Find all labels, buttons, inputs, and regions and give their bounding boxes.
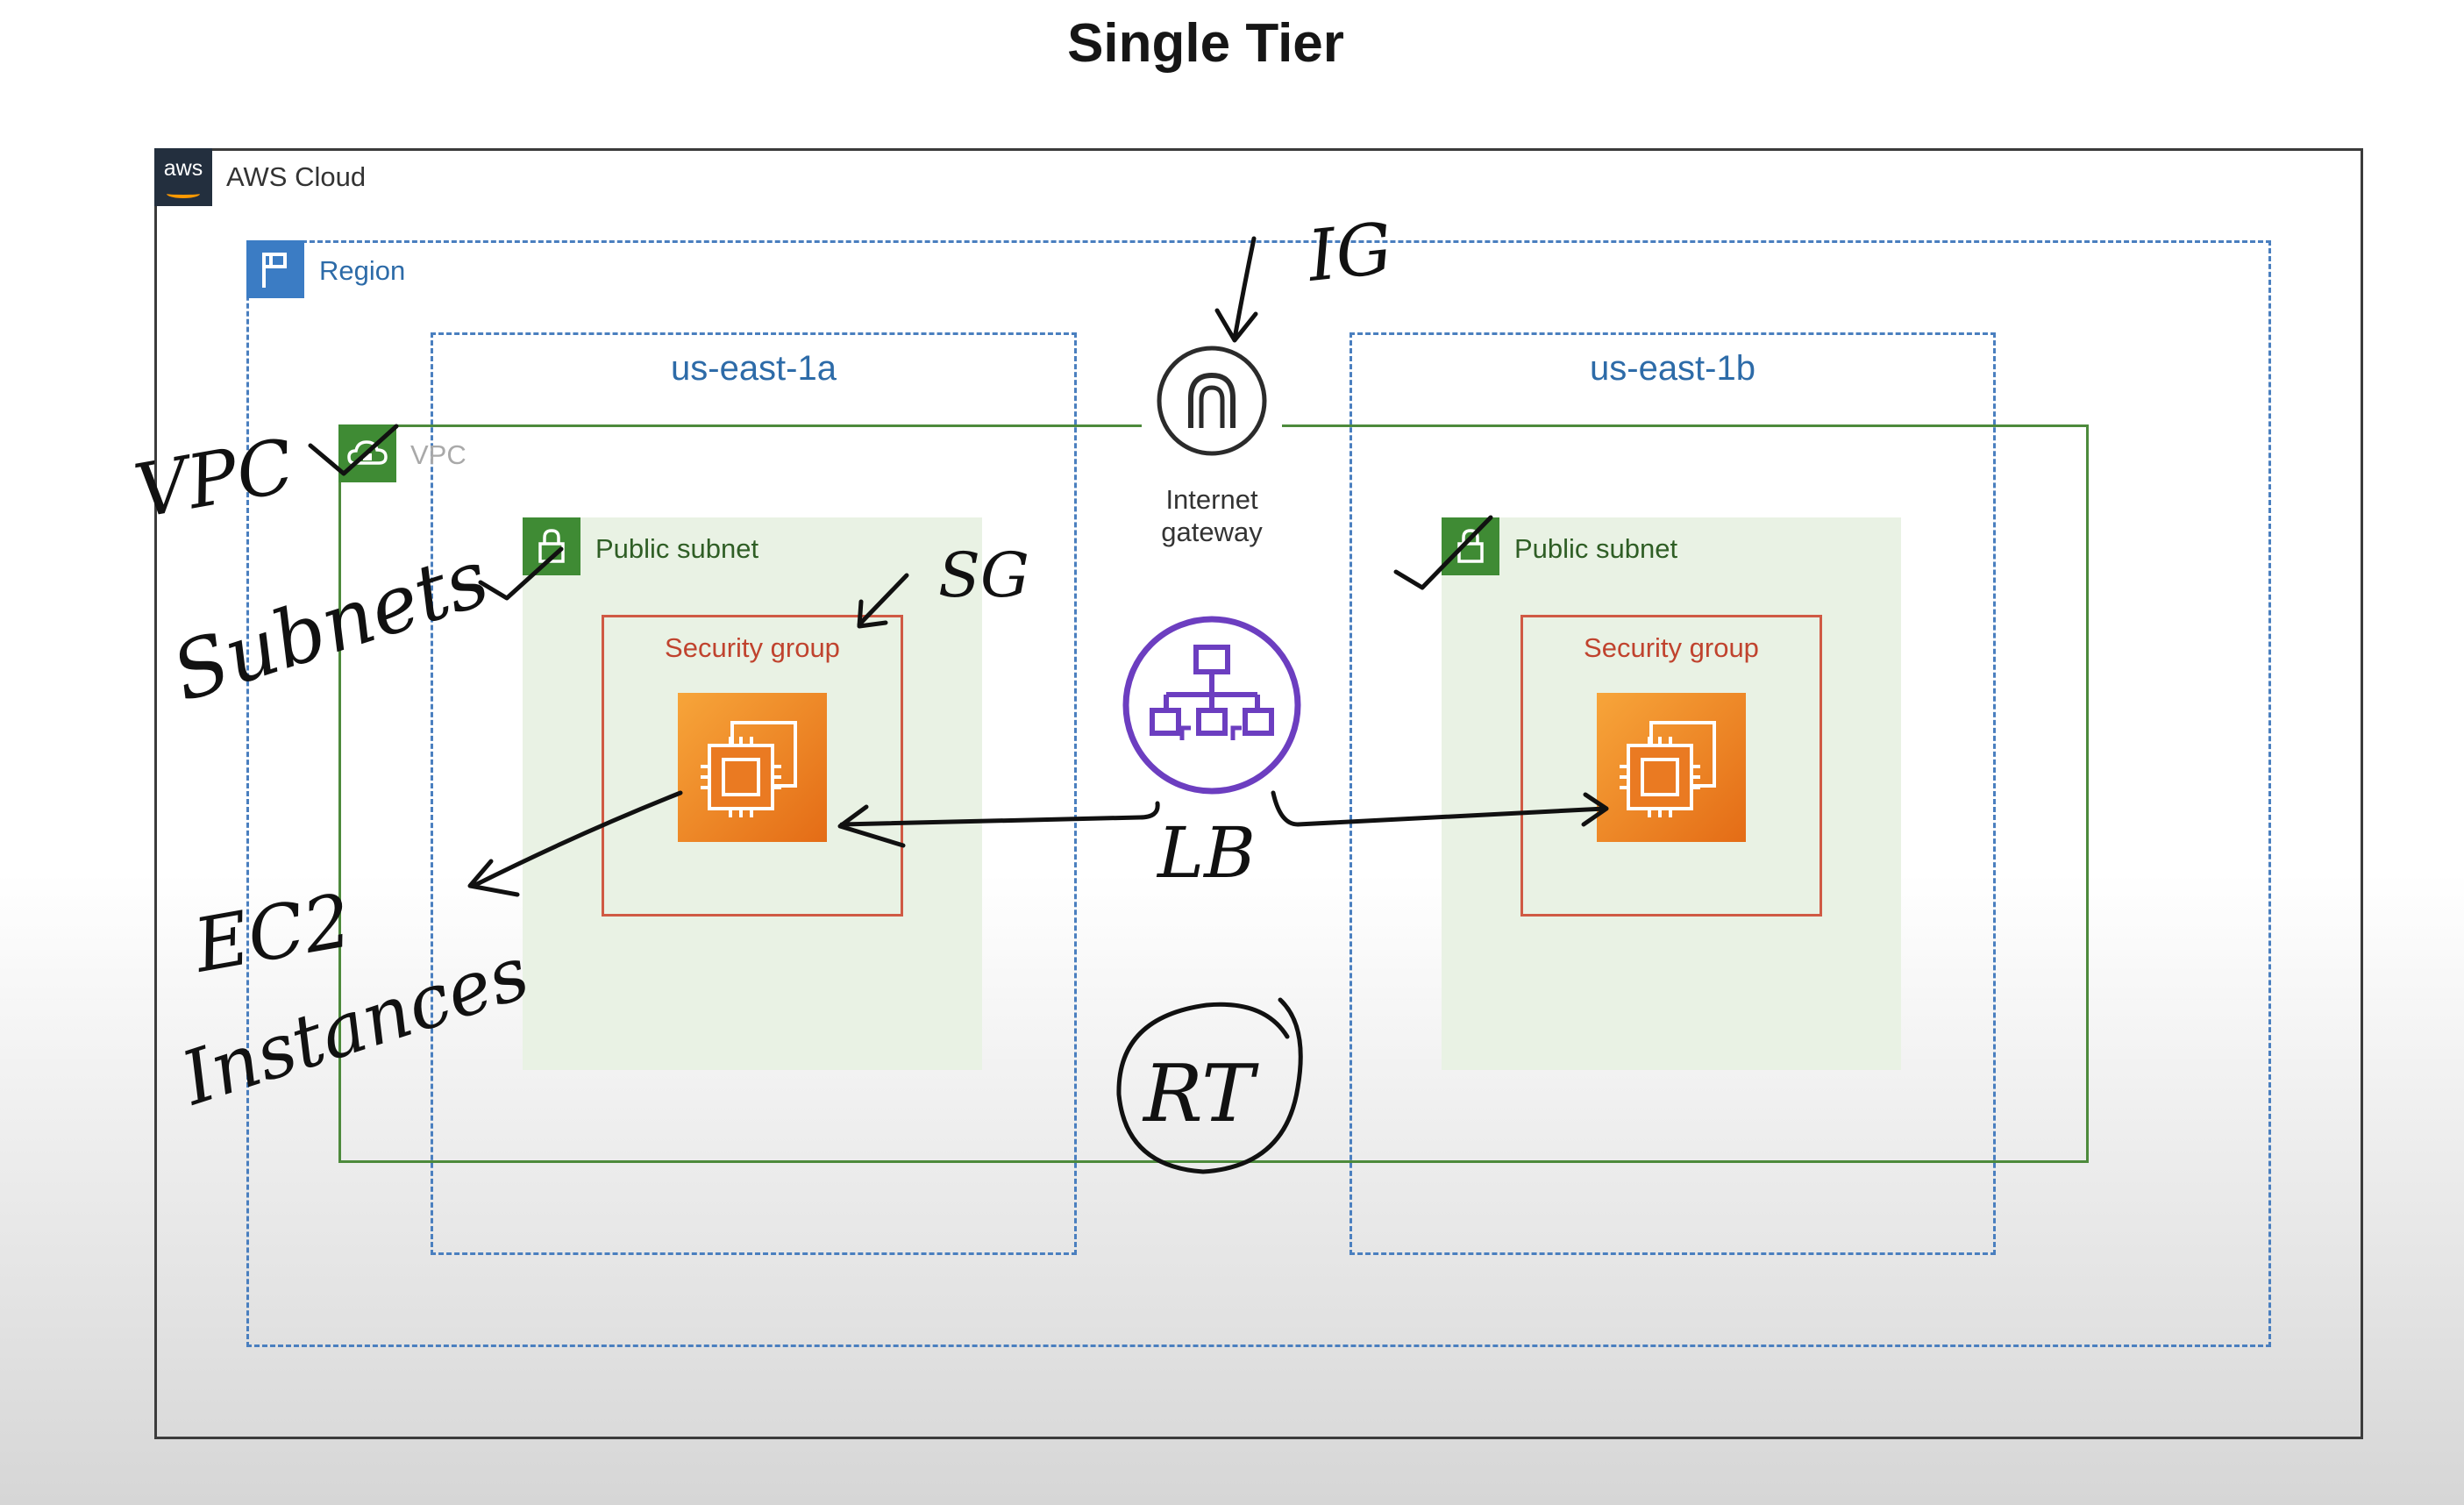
- annotation-ig: IG: [1302, 207, 1396, 297]
- internet-gateway-label-line1: Internet: [1165, 484, 1258, 515]
- padlock-icon: [523, 517, 580, 575]
- security-group-a-label: Security group: [665, 632, 840, 663]
- annotation-vpc: VPC: [128, 423, 300, 535]
- subnet-a-check: [478, 546, 564, 601]
- ec2-arrow: [467, 790, 683, 897]
- lb-arrow-left: [837, 801, 1160, 848]
- region-container: [246, 240, 2271, 1347]
- region-label: Region: [319, 255, 406, 286]
- ig-arrow: [1214, 236, 1258, 343]
- sg-arrow: [857, 573, 909, 629]
- public-subnet-b-label: Public subnet: [1514, 533, 1678, 564]
- security-group-b-label: Security group: [1584, 632, 1759, 663]
- internet-gateway-label-line2: gateway: [1161, 517, 1263, 547]
- internet-gateway-icon: [1142, 342, 1282, 460]
- load-balancer-icon: [1121, 614, 1303, 796]
- security-group-a: [602, 615, 903, 917]
- ec2-chip-icon: [1597, 693, 1746, 842]
- lb-arrow-right: [1271, 790, 1609, 827]
- region-flag-icon: [246, 240, 304, 298]
- page-title: Single Tier: [1067, 13, 1344, 74]
- availability-zone-a: [431, 332, 1077, 1255]
- annotation-sg: SG: [938, 539, 1029, 611]
- vpc-check: [308, 424, 399, 476]
- aws-cloud-label: AWS Cloud: [226, 161, 367, 192]
- annotation-subnets: Subnets: [161, 531, 499, 719]
- availability-zone-b: [1350, 332, 1996, 1255]
- rt-circle: [1116, 997, 1303, 1174]
- subnet-b-check: [1393, 515, 1493, 590]
- padlock-icon: [1442, 517, 1499, 575]
- public-subnet-a-label: Public subnet: [595, 533, 759, 564]
- annotation-rt: RT: [1142, 1048, 1259, 1140]
- security-group-b: [1520, 615, 1822, 917]
- annotation-lb: LB: [1156, 812, 1256, 894]
- availability-zone-b-label: us-east-1b: [1590, 349, 1755, 388]
- aws-smile-mark: [167, 189, 200, 198]
- ec2-chip-icon: [678, 693, 827, 842]
- vpc-label: VPC: [410, 439, 466, 470]
- aws-cloud-container: [154, 148, 2363, 1439]
- availability-zone-a-label: us-east-1a: [671, 349, 837, 388]
- annotation-ec2: EC2: [186, 877, 357, 989]
